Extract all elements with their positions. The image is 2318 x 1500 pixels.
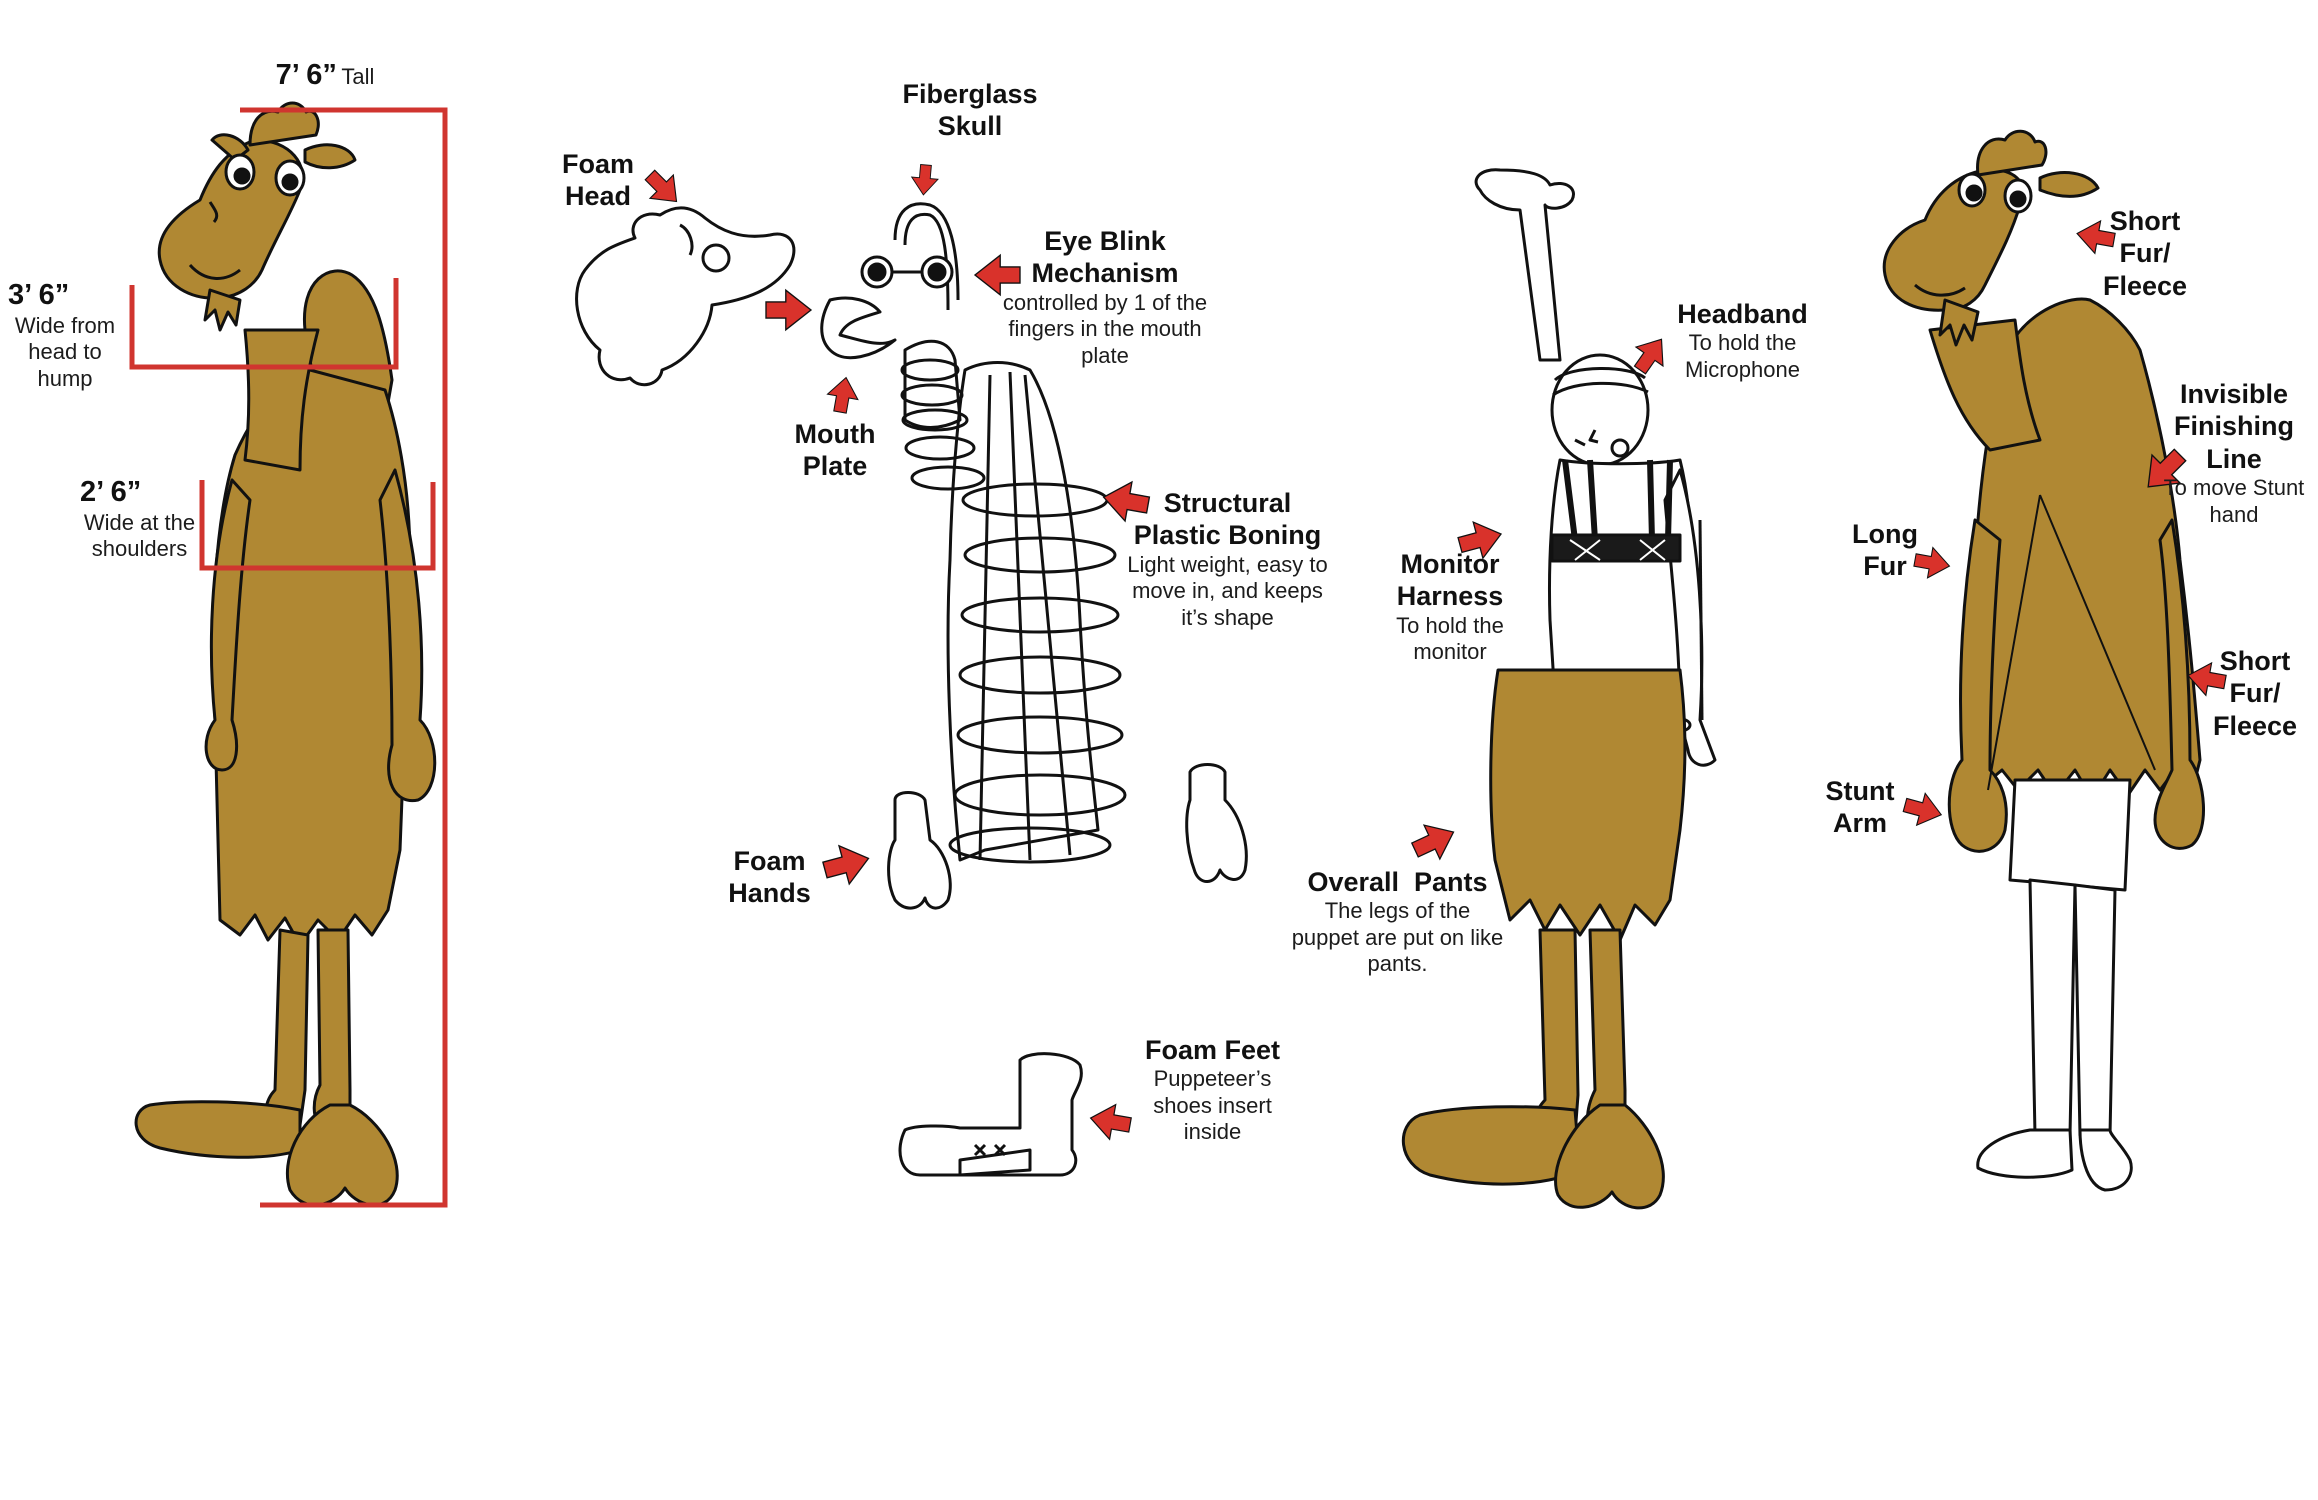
monitor-harness-label: Monitor Harness To hold the monitor	[1375, 548, 1525, 666]
monitor-harness-title: Monitor Harness	[1375, 548, 1525, 613]
overall-pants-note: The legs of the puppet are put on like p…	[1290, 898, 1505, 977]
head-to-hump-value: 3’ 6”	[0, 278, 130, 313]
foam-feet-label: Foam Feet Puppeteer’s shoes insert insid…	[1130, 1034, 1295, 1146]
camel-full-figure	[136, 103, 435, 1205]
eye-blink-label: Eye Blink Mechanism controlled by 1 of t…	[1000, 225, 1210, 369]
head-to-hump-note: Wide from head to hump	[0, 313, 130, 392]
fiberglass-skull-label: Fiberglass Skull	[890, 78, 1050, 143]
eye-blink-title: Eye Blink Mechanism	[1000, 225, 1210, 290]
foam-feet-note: Puppeteer’s shoes insert inside	[1130, 1066, 1295, 1145]
foam-hands-title: Foam Hands	[712, 845, 827, 910]
structural-boning-label: Structural Plastic Boning Light weight, …	[1120, 487, 1335, 631]
foam-head-title: Foam Head	[548, 148, 648, 213]
head-to-hump-measurement-label: 3’ 6” Wide from head to hump	[0, 278, 130, 392]
short-fur-top-title: Short Fur/ Fleece	[2095, 205, 2195, 302]
stunt-arm-title: Stunt Arm	[1810, 775, 1910, 840]
mouth-plate-title: Mouth Plate	[775, 418, 895, 483]
mouth-plate-label: Mouth Plate	[775, 418, 895, 483]
shoulders-note: Wide at the shoulders	[72, 510, 207, 563]
finishing-line-note: To move Stunt hand	[2150, 475, 2318, 528]
shoulders-value: 2’ 6”	[72, 475, 207, 510]
foam-head-icon	[577, 208, 794, 385]
overall-pants-label: Overall Pants The legs of the puppet are…	[1290, 866, 1505, 978]
structural-boning-title: Structural Plastic Boning	[1120, 487, 1335, 552]
height-measurement-label: 7’ 6” Tall	[250, 58, 400, 93]
short-fur-side-title: Short Fur/ Fleece	[2205, 645, 2305, 742]
headband-title: Headband	[1655, 298, 1830, 330]
overall-pants-title: Overall Pants	[1290, 866, 1505, 898]
headband-note: To hold the Microphone	[1655, 330, 1830, 383]
foam-foot-icon	[900, 1054, 1081, 1175]
short-fur-side-label: Short Fur/ Fleece	[2205, 645, 2305, 742]
short-fur-top-label: Short Fur/ Fleece	[2095, 205, 2195, 302]
foam-head-label: Foam Head	[548, 148, 648, 213]
height-value: 7’ 6”	[276, 59, 337, 91]
shoulders-measurement-label: 2’ 6” Wide at the shoulders	[72, 475, 207, 563]
finishing-line-label: Invisible Finishing Line To move Stunt h…	[2150, 378, 2318, 528]
finishing-line-title: Invisible Finishing Line	[2150, 378, 2318, 475]
long-fur-title: Long Fur	[1840, 518, 1930, 583]
structural-boning-note: Light weight, easy to move in, and keeps…	[1120, 552, 1335, 631]
monitor-harness-note: To hold the monitor	[1375, 613, 1525, 666]
fiberglass-skull-title: Fiberglass Skull	[890, 78, 1050, 143]
headband-label: Headband To hold the Microphone	[1655, 298, 1830, 383]
long-fur-label: Long Fur	[1840, 518, 1930, 583]
foam-feet-title: Foam Feet	[1130, 1034, 1295, 1066]
eye-blink-note: controlled by 1 of the fingers in the mo…	[1000, 290, 1210, 369]
height-note: Tall	[341, 64, 374, 89]
foam-hands-label: Foam Hands	[712, 845, 827, 910]
stunt-arm-label: Stunt Arm	[1810, 775, 1910, 840]
